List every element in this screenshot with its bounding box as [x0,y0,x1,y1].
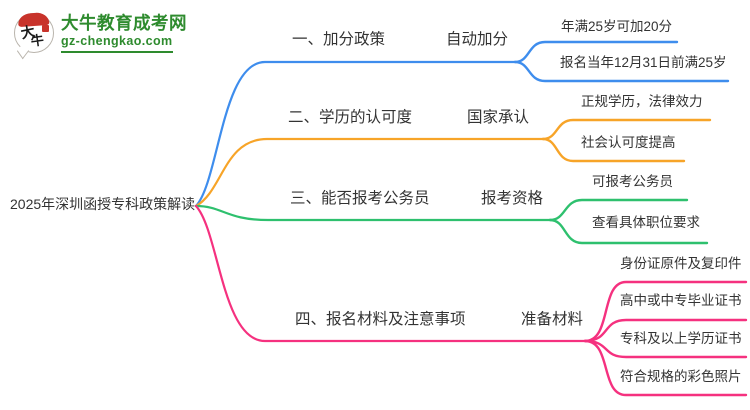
branch2-leaf1-line [541,118,712,141]
branch2-topic-label: 二、学历的认可度 [288,109,413,126]
branch4-topic-label: 四、报名材料及注意事项 [295,311,466,328]
branch4-subtopic-label: 准备材料 [521,311,584,328]
branch3-leaf1-line [548,198,689,222]
branch1-leaf2-line [513,60,730,83]
branch1-topic-label: 一、加分政策 [292,31,386,48]
branch4-leaf1-label: 身份证原件及复印件 [620,256,742,271]
branch3-leaf2-line [548,218,709,245]
branch4-leaf2-label: 高中或中专毕业证书 [620,293,742,308]
branch3-topic-label: 三、能否报考公务员 [290,190,430,207]
site-name: 大牛教育成考网 [61,13,187,34]
branch1-leaf1-line [513,40,679,64]
branch3-leaf2-label: 查看具体职位要求 [592,215,700,230]
branch2-leaf2-line [541,137,686,163]
branch4-leaf2-line [583,318,748,343]
branch4-leaf3-label: 专科及以上学历证书 [620,331,742,346]
branch2-subtopic-label: 国家承认 [467,109,530,126]
branch3-main-line [194,204,552,222]
branch4-main-line [194,204,587,343]
branch1-leaf1-label: 年满25岁可加20分 [561,19,673,34]
branch1-subtopic-label: 自动加分 [446,31,509,48]
logo-text-block: 大牛教育成考网 gz-chengkao.com [61,13,187,53]
seal-stamp-icon [42,25,49,32]
branch4-leaf4-label: 符合规格的彩色照片 [620,369,742,384]
site-domain: gz-chengkao.com [61,33,173,53]
branch2-leaf1-label: 正规学历，法律效力 [581,94,703,109]
branch2-leaf2-label: 社会认可度提高 [581,135,676,150]
root-node-label: 2025年深圳函授专科政策解读 [10,196,196,212]
branch1-main-line [194,60,517,208]
branch4-leaf1-line [583,280,748,343]
branch4-leaf4-line [583,339,748,397]
branch2-main-line [194,137,545,208]
branch3-subtopic-label: 报考资格 [481,190,544,207]
logo-seal-icon: 大 牛 [14,11,54,60]
branch1-leaf2-label: 报名当年12月31日前满25岁 [560,55,727,70]
site-logo: 大 牛 大牛教育成考网 gz-chengkao.com [14,11,187,60]
branch3-leaf1-label: 可报考公务员 [592,174,673,189]
